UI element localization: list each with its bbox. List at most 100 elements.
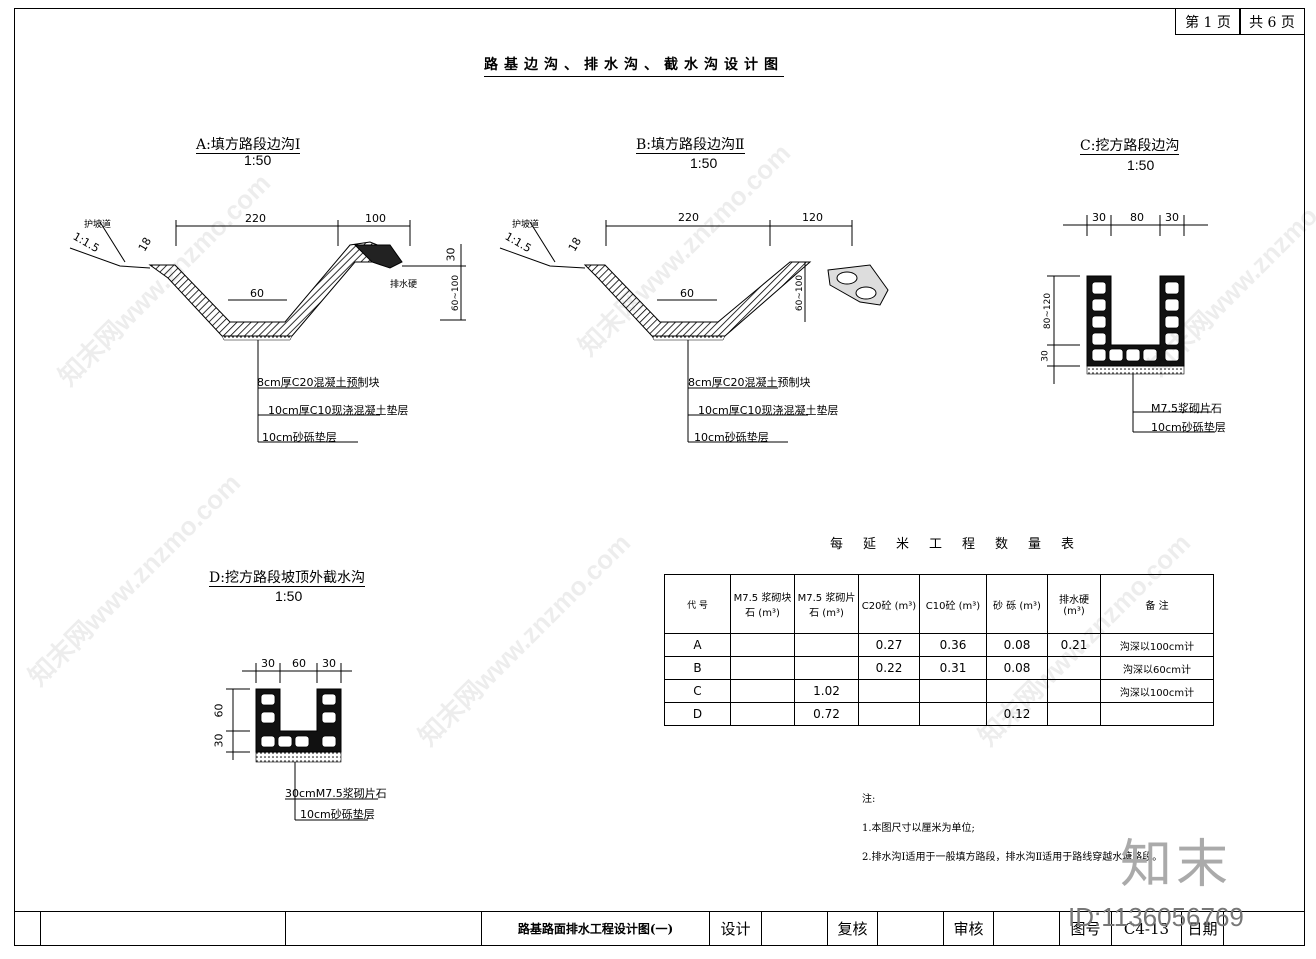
a-dim-60: 60 (250, 287, 264, 300)
a-dim-depth: 60~100 (451, 274, 462, 312)
table-cell: A (664, 633, 731, 657)
header-cell: 备 注 (1100, 574, 1214, 634)
page-total: 共 6 页 (1239, 8, 1305, 35)
id-watermark: ID:1136056769 (1068, 902, 1244, 932)
a-dim-220: 220 (245, 212, 266, 225)
b-layer-1: 8cm厚C20混凝土预制块 (688, 376, 811, 389)
table-cell (730, 702, 795, 726)
table-cell: 1.02 (794, 679, 859, 703)
section-b-title: B:填方路段边沟Ⅱ (636, 137, 745, 154)
a-layer-2: 10cm厚C10现浇混凝土垫层 (268, 404, 409, 417)
header-cell: M7.5 浆砌片石 (m³) (794, 574, 859, 634)
titleblock-review-value (877, 911, 943, 946)
d-layer-1: 30cmM7.5浆砌片石 (285, 787, 387, 800)
a-layer-3: 10cm砂砾垫层 (262, 431, 337, 444)
b-dim-220: 220 (678, 211, 699, 224)
table-cell (794, 633, 859, 657)
d-dim-30v: 30 (212, 733, 226, 748)
table-cell (730, 656, 795, 680)
b-layer-3: 10cm砂砾垫层 (694, 431, 769, 444)
note-item: 1.本图尺寸以厘米为单位; (862, 823, 975, 834)
section-c-scale: 1:50 (1127, 157, 1155, 173)
table-cell: 0.22 (858, 656, 920, 680)
section-d-ditch (226, 663, 378, 821)
table-cell (1047, 702, 1101, 726)
titleblock-date-label: 日期 (1181, 911, 1223, 946)
b-dim-60: 60 (680, 287, 694, 300)
a-label-drain: 排水硬 (390, 280, 418, 290)
header-cell: M7.5 浆砌块石 (m³) (730, 574, 795, 634)
drawing-title: 路基边沟、排水沟、截水沟设计图 (484, 54, 784, 77)
section-a-title: A:填方路段边沟Ⅰ (196, 137, 301, 154)
d-dim-30a: 30 (261, 657, 275, 670)
titleblock-review-label: 复核 (827, 911, 877, 946)
table-cell: 沟深以100cm计 (1100, 633, 1214, 657)
quantity-table: 代 号 M7.5 浆砌块石 (m³) M7.5 浆砌片石 (m³) C20砼 (… (664, 574, 1214, 726)
table-cell (1047, 656, 1101, 680)
c-layer-1: M7.5浆砌片石 (1151, 402, 1222, 415)
table-cell: 0.27 (858, 633, 920, 657)
header-cell: 砂 砾 (m³) (986, 574, 1048, 634)
table-cell (986, 679, 1048, 703)
b-dim-120: 120 (802, 211, 823, 224)
header-cell: 代 号 (664, 574, 731, 634)
b-label-berm: 护坡道 (512, 220, 540, 230)
section-c-ditch (1047, 215, 1215, 433)
table-cell (919, 679, 987, 703)
header-cell: C20砼 (m³) (858, 574, 920, 634)
a-dim-30: 30 (444, 247, 458, 262)
table-cell: 沟深以100cm计 (1100, 679, 1214, 703)
page-current: 第 1 页 (1175, 8, 1241, 35)
table-cell (858, 679, 920, 703)
titleblock-approve-label: 审核 (943, 911, 993, 946)
section-c-title: C:挖方路段边沟 (1080, 138, 1180, 155)
a-layer-1: 8cm厚C20混凝土预制块 (257, 376, 380, 389)
b-dim-depth: 60~100 (795, 274, 806, 312)
table-cell: B (664, 656, 731, 680)
section-d-scale: 1:50 (275, 588, 303, 604)
header-cell: C10砼 (m³) (919, 574, 987, 634)
table-cell: D (664, 702, 731, 726)
table-cell (858, 702, 920, 726)
table-row: D 0.72 0.12 (664, 702, 1214, 726)
table-header-row: 代 号 M7.5 浆砌块石 (m³) M7.5 浆砌片石 (m³) C20砼 (… (664, 574, 1214, 634)
c-dim-30b: 30 (1165, 211, 1179, 224)
table-cell: 0.31 (919, 656, 987, 680)
titleblock-cell-empty (40, 911, 285, 946)
section-b-ditch (499, 220, 889, 443)
c-dim-80: 80 (1130, 211, 1144, 224)
table-cell: 0.21 (1047, 633, 1101, 657)
table-cell (1100, 702, 1214, 726)
titleblock-cell-empty (285, 911, 481, 946)
c-dim-30a: 30 (1092, 211, 1106, 224)
table-cell (919, 702, 987, 726)
d-layer-2: 10cm砂砾垫层 (300, 808, 375, 821)
table-cell (730, 679, 795, 703)
table-cell: 0.36 (919, 633, 987, 657)
titleblock-drawing-name: 路基路面排水工程设计图(一) (481, 911, 709, 946)
titleblock-approve-value (993, 911, 1059, 946)
table-cell: 0.72 (794, 702, 859, 726)
c-layer-2: 10cm砂砾垫层 (1151, 421, 1226, 434)
titleblock-design-label: 设计 (709, 911, 761, 946)
d-dim-60v: 60 (212, 703, 226, 718)
notes-heading: 注: (862, 794, 876, 805)
section-a-ditch (69, 220, 466, 443)
table-cell (730, 633, 795, 657)
titleblock-design-value (761, 911, 827, 946)
c-dim-30c: 30 (1040, 350, 1051, 362)
titleblock-drawing-no-label: 图号 (1059, 911, 1111, 946)
section-a-scale: 1:50 (244, 152, 272, 168)
titleblock-drawing-no: C4-13 (1111, 911, 1181, 946)
table-cell: 0.12 (986, 702, 1048, 726)
d-dim-60: 60 (292, 657, 306, 670)
d-dim-30b: 30 (322, 657, 336, 670)
table-cell (794, 656, 859, 680)
a-label-berm: 护坡道 (84, 220, 112, 230)
note-item: 2.排水沟Ⅰ适用于一般填方路段，排水沟Ⅱ适用于路线穿越水塘路段。 (862, 852, 1163, 863)
a-dim-100: 100 (365, 212, 386, 225)
